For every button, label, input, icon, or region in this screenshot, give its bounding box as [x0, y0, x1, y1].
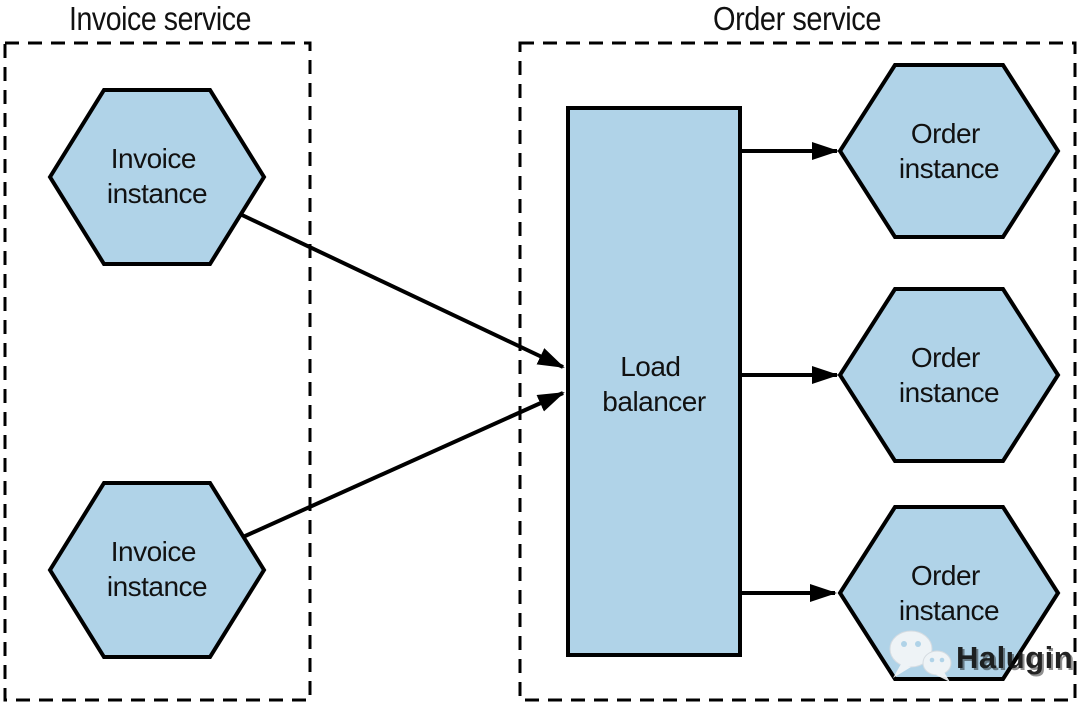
order-instance-label-3: Order instance [899, 560, 999, 626]
invoice-instance-label-1: Invoice instance [107, 143, 207, 209]
watermark-text: Halugin [956, 640, 1073, 675]
invoice-instance-node-2: Invoice instance [47, 481, 267, 659]
order-instance-node-2: Order instance [837, 287, 1061, 463]
invoice-instance-hexagon-2 [47, 481, 267, 659]
load-balancer-rect [566, 106, 742, 657]
order-instance-hexagon-3 [837, 505, 1061, 681]
watermark: Halugin Halugin [889, 630, 1075, 682]
load-balancer-node: Load balancer [566, 106, 742, 657]
order-instance-label-1: Order instance [899, 118, 999, 184]
invoice-instance-hexagon-1 [47, 88, 267, 266]
order-instance-node-3: Order instance [837, 505, 1061, 681]
wechat-icon [889, 630, 952, 682]
arrow-invoice2-to-load-balancer [242, 391, 565, 539]
invoice-instance-node-1: Invoice instance [47, 88, 267, 266]
order-instance-label-2: Order instance [899, 342, 999, 408]
invoice-service-boundary [3, 41, 312, 702]
invoice-service-title: Invoice service [69, 0, 251, 37]
arrow-invoice1-to-load-balancer [241, 213, 565, 369]
order-instance-node-1: Order instance [837, 63, 1061, 239]
order-service-title: Order service [713, 0, 881, 37]
watermark-text-shadow: Halugin [958, 642, 1075, 677]
invoice-instance-label-2: Invoice instance [107, 536, 207, 602]
order-service-boundary [518, 41, 1077, 702]
order-instance-hexagon-2 [837, 287, 1061, 463]
load-balancer-label: Load balancer [602, 351, 706, 417]
order-instance-hexagon-1 [837, 63, 1061, 239]
